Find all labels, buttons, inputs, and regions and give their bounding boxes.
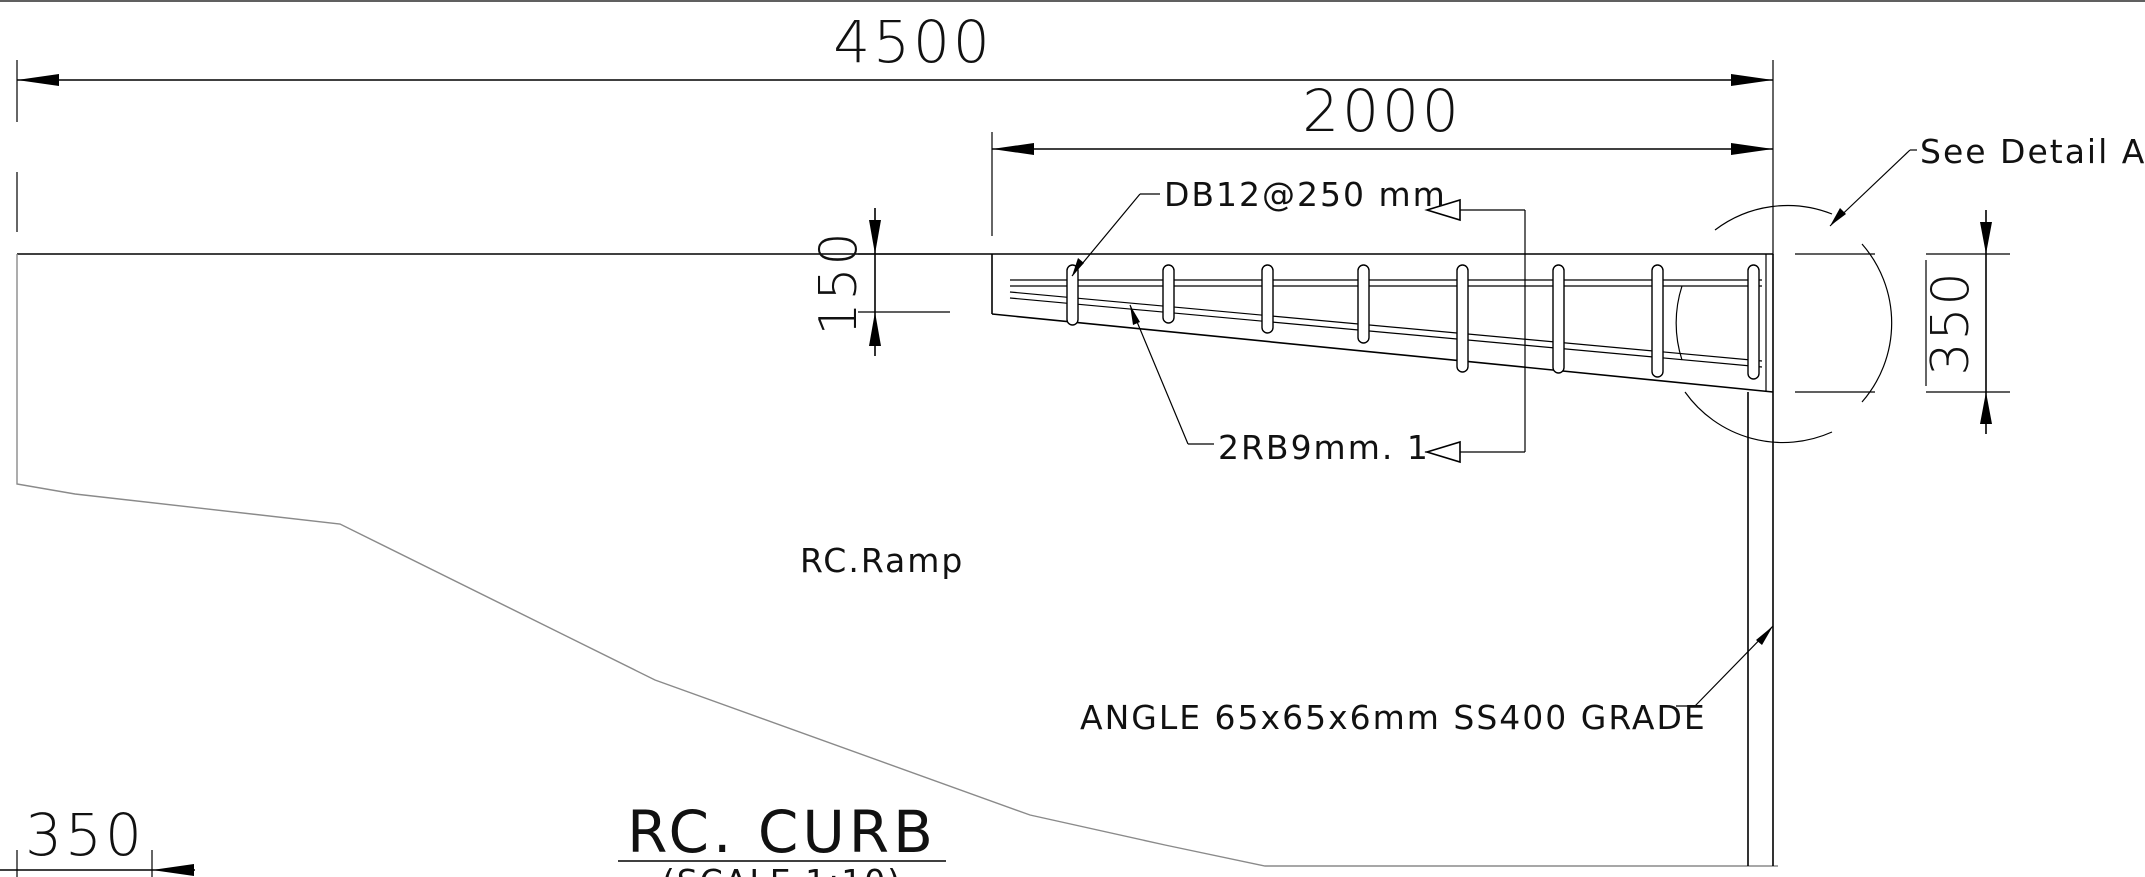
dim-150-arrow-top [869,220,881,254]
rebar-callout: 2RB9mm. 1 [1129,304,1430,467]
ramp-bottom-edge [16,254,1778,867]
stirrup-3 [1261,264,1274,334]
detail-a-callout: See Detail A [1675,132,2145,444]
dimension-350-bottom: 350 [0,801,195,877]
detail-circle-arc-bottom [1684,391,1833,444]
curb-bottom-edge [991,313,1774,393]
detail-label: See Detail A [1920,132,2145,171]
stirrup-leader-arrow [1072,258,1084,276]
dim-4500-arrow-right [1731,74,1773,86]
angle-steel-label: ANGLE 65x65x6mm SS400 GRADE [1080,698,1707,737]
stirrup-8 [1747,264,1760,380]
stirrup-2 [1162,264,1175,324]
angle-steel-leader-arrow [1756,626,1773,645]
detail-circle-arc-left [1675,285,1683,361]
title-main: RC. CURB [627,798,937,866]
dim-150-label: 150 [809,230,869,335]
dim-350-arrow-top [1980,222,1992,254]
section-arrow-bottom [1424,440,1461,464]
curb-overhang [991,253,1774,393]
ramp-label: RC.Ramp [800,541,964,580]
dim-4500-label: 4500 [833,8,993,76]
rebar-leader-arrow [1130,305,1140,325]
stirrup-7 [1651,264,1664,378]
dim-2000-arrow-left [992,143,1034,155]
dim-350-label: 350 [1921,270,1981,375]
rebar-leader [1129,304,1189,445]
detail-leader-arrow [1830,208,1846,226]
rebar-label: 2RB9mm. 1 [1218,428,1430,467]
stirrup-1 [1066,264,1079,326]
dimension-2000: 2000 [991,77,1773,236]
dimension-4500: 4500 [16,8,1774,255]
drawing-title: RC. CURB (SCALE 1:10) [618,798,946,877]
angle-steel: ANGLE 65x65x6mm SS400 GRADE [1080,392,1774,866]
stirrup-leader [1071,193,1141,277]
rebar-bottom-2 [1009,297,1763,368]
detail-circle-arc-top [1714,204,1833,231]
rebar-bottom-1 [1009,291,1763,362]
stirrup-callout: DB12@250 mm [1071,175,1447,277]
detail-circle-arc-right [1861,243,1893,403]
section-arrow-top [1424,198,1461,222]
stirrup-5 [1456,264,1469,373]
dim-150-arrow-bottom [869,312,881,346]
dim-350-bottom-label: 350 [25,801,145,869]
stirrup-6 [1552,264,1565,374]
dimension-150: 150 [809,208,950,356]
section-mark-1 [1424,198,1526,464]
dim-2000-arrow-right [1731,143,1773,155]
dim-2000-label: 2000 [1302,77,1462,145]
dim-350-bottom-arrow [152,864,194,876]
title-sub: (SCALE 1:10) [662,862,902,877]
dim-350-arrow-bottom [1980,392,1992,424]
stirrup-4 [1357,264,1370,344]
stirrup-label: DB12@250 mm [1164,175,1447,214]
dimension-350: 350 [1795,210,2010,434]
dim-4500-arrow-left [17,74,59,86]
ramp-outline: RC.Ramp [16,253,1778,867]
